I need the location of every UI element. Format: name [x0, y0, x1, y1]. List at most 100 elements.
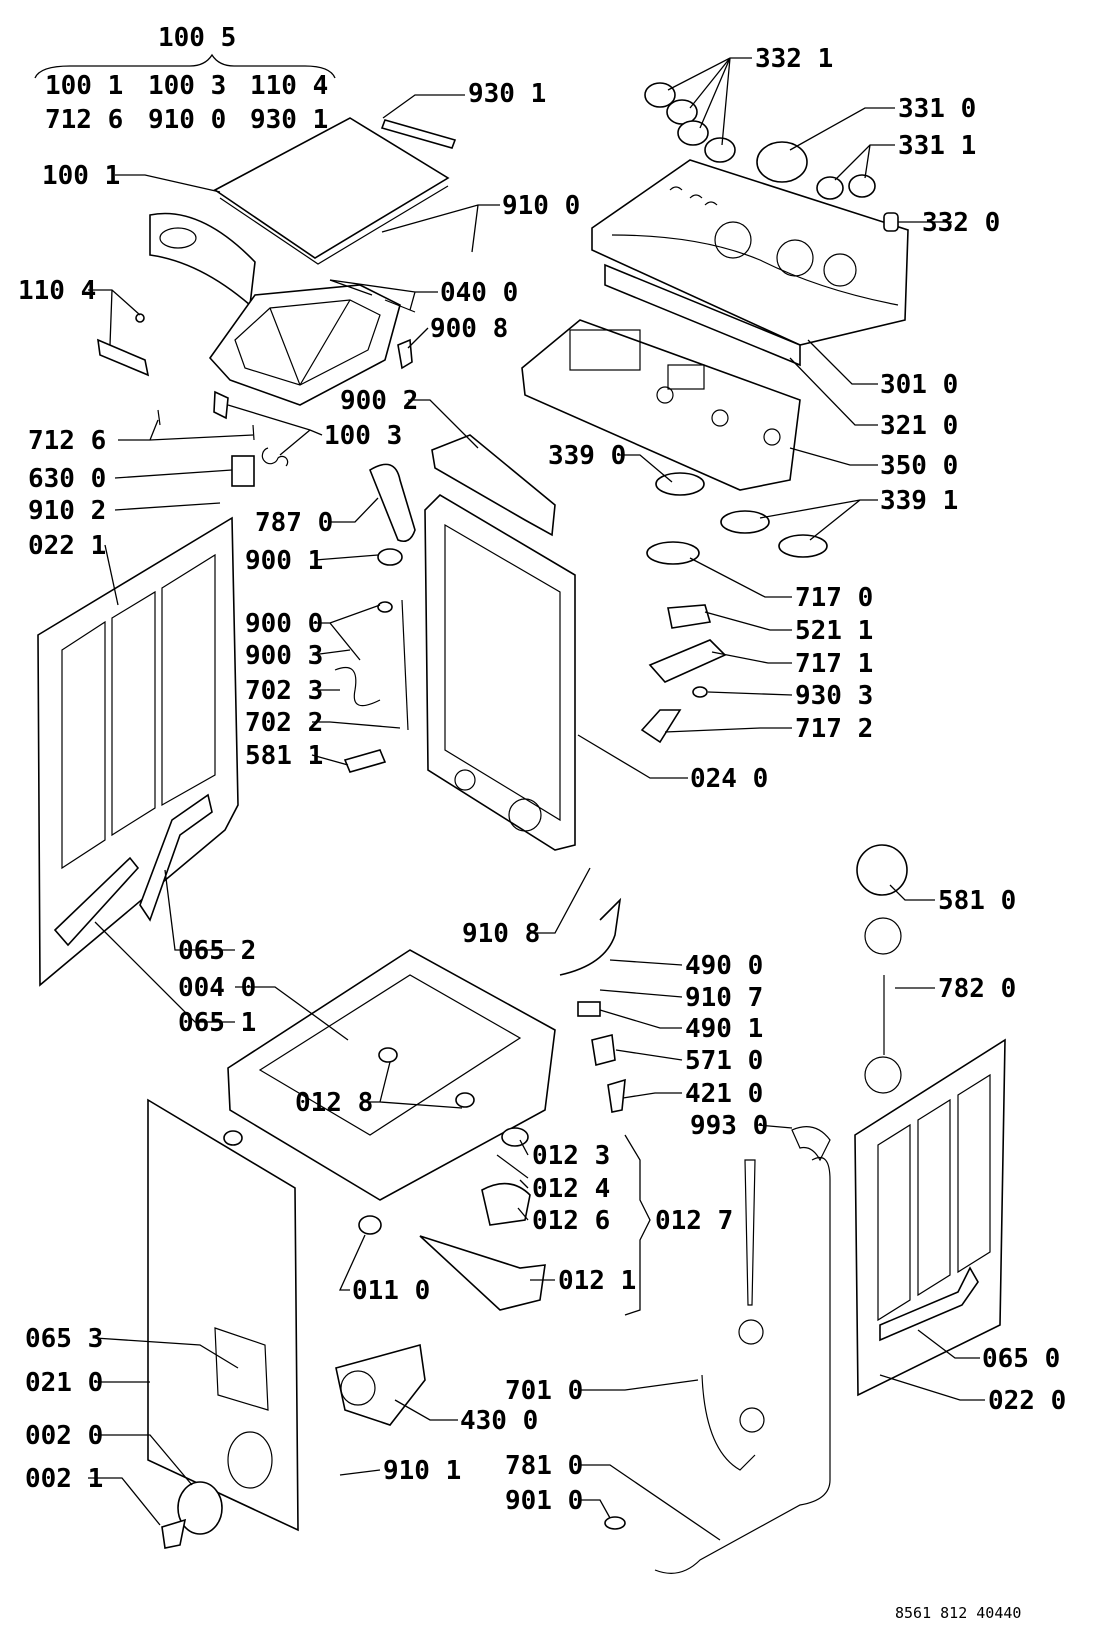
group-header-row1-item: 100 1 [45, 71, 123, 101]
drawing-code: 8561 812 40440 [895, 1604, 1021, 1622]
callout-label: 702 2 [245, 708, 323, 738]
front-trim [97, 212, 256, 377]
callout-label: 993 0 [690, 1111, 768, 1141]
callout-label: 930 3 [795, 681, 873, 711]
callout-label: 331 1 [898, 131, 976, 161]
group-header: 100 5 100 1 100 3 110 4 712 6 910 0 930 … [34, 23, 336, 135]
base-frame [227, 949, 556, 1201]
circle-f-1 [738, 1319, 764, 1345]
callout-label: 581 0 [938, 886, 1016, 916]
hose-701-0 [701, 1374, 756, 1471]
dispenser-tray [648, 639, 727, 683]
callout-label: 910 1 [383, 1456, 461, 1486]
callout-label: 630 0 [28, 464, 106, 494]
callout-label: 040 0 [440, 278, 518, 308]
spacer-332-0 [883, 212, 899, 232]
pump-581-0 [856, 844, 908, 896]
circle-c-1 [864, 917, 902, 955]
callout-label: 012 3 [532, 1141, 610, 1171]
callout-label: 100 3 [324, 421, 402, 451]
callout-label: 490 0 [685, 951, 763, 981]
callout-label: 717 2 [795, 714, 873, 744]
callout-label: 022 1 [28, 531, 106, 561]
callout-label: 781 0 [505, 1451, 583, 1481]
knob-331-1a [816, 176, 844, 200]
clip [397, 338, 413, 370]
group-header-row2-item: 712 6 [45, 105, 123, 135]
callout-label: 024 0 [690, 764, 768, 794]
pressure-switch [343, 749, 387, 773]
hinge [213, 390, 229, 420]
bellows [369, 463, 416, 543]
callout-label: 900 0 [245, 609, 323, 639]
callout-label: 421 0 [685, 1079, 763, 1109]
pin [252, 424, 255, 441]
funnel [640, 709, 682, 744]
callout-label: 065 1 [178, 1008, 256, 1038]
front-panel [147, 1098, 299, 1532]
callout-label: 012 4 [532, 1174, 610, 1204]
cap-901-0 [604, 1516, 626, 1530]
knob-339-0 [655, 472, 705, 496]
side-panel-right [854, 1038, 1006, 1397]
group-header-row2-item: 910 0 [148, 105, 226, 135]
hose-702-3 [334, 666, 381, 707]
callout-label: 490 1 [685, 1014, 763, 1044]
knob-717-0 [646, 541, 700, 565]
callout-label: 702 3 [245, 676, 323, 706]
knob-339-1a [720, 510, 770, 534]
label-strip [380, 119, 457, 149]
group-header-row2-item: 930 1 [250, 105, 328, 135]
panel-strip [604, 263, 801, 367]
group-header-row1-item: 110 4 [250, 71, 328, 101]
side-panel-left [37, 516, 239, 987]
electronic-board [521, 319, 801, 491]
part-012-1 [419, 1235, 546, 1311]
program-knob [756, 141, 808, 183]
foot-011-0 [358, 1215, 382, 1235]
callout-label: 065 0 [982, 1344, 1060, 1374]
spring [261, 447, 289, 467]
hose-993-0 [791, 1126, 831, 1162]
callout-label: 571 0 [685, 1046, 763, 1076]
callout-label: 787 0 [255, 508, 333, 538]
top-bracket [431, 434, 556, 537]
callout-label: 717 0 [795, 583, 873, 613]
tube [401, 599, 409, 731]
callout-label: 339 1 [880, 486, 958, 516]
micro-switch [667, 604, 712, 629]
ring-930-3 [692, 686, 708, 698]
callout-label: 021 0 [25, 1368, 103, 1398]
pin [157, 409, 161, 426]
callout-label: 350 0 [880, 451, 958, 481]
callout-label: 011 0 [352, 1276, 430, 1306]
block-630 [231, 455, 255, 487]
part-012-3 [501, 1127, 529, 1147]
cover-002-0 [177, 1481, 223, 1535]
callout-label: 331 0 [898, 94, 976, 124]
knob-339-1b [778, 534, 828, 558]
callout-label: 332 1 [755, 44, 833, 74]
callout-label: 321 0 [880, 411, 958, 441]
callout-label: 012 6 [532, 1206, 610, 1236]
callout-label: 910 0 [502, 191, 580, 221]
callout-label: 910 8 [462, 919, 540, 949]
knob-331-1b [848, 174, 876, 198]
callout-label: 712 6 [28, 426, 106, 456]
rod [329, 279, 373, 296]
rod-vertical [744, 1159, 756, 1306]
callout-label: 004 0 [178, 973, 256, 1003]
clamp-900-0 [377, 601, 393, 613]
control-panel [591, 159, 909, 346]
group-header-row1-item: 100 3 [148, 71, 226, 101]
drain-pump [335, 1343, 426, 1426]
callout-label: 012 7 [655, 1206, 733, 1236]
callout-label: 430 0 [460, 1406, 538, 1436]
drain-hose [654, 1156, 831, 1574]
callout-label: 782 0 [938, 974, 1016, 1004]
callout-label: 900 1 [245, 546, 323, 576]
block-490-1 [577, 1001, 601, 1017]
foot-front [223, 1130, 243, 1146]
knob-set-332 [644, 82, 736, 163]
